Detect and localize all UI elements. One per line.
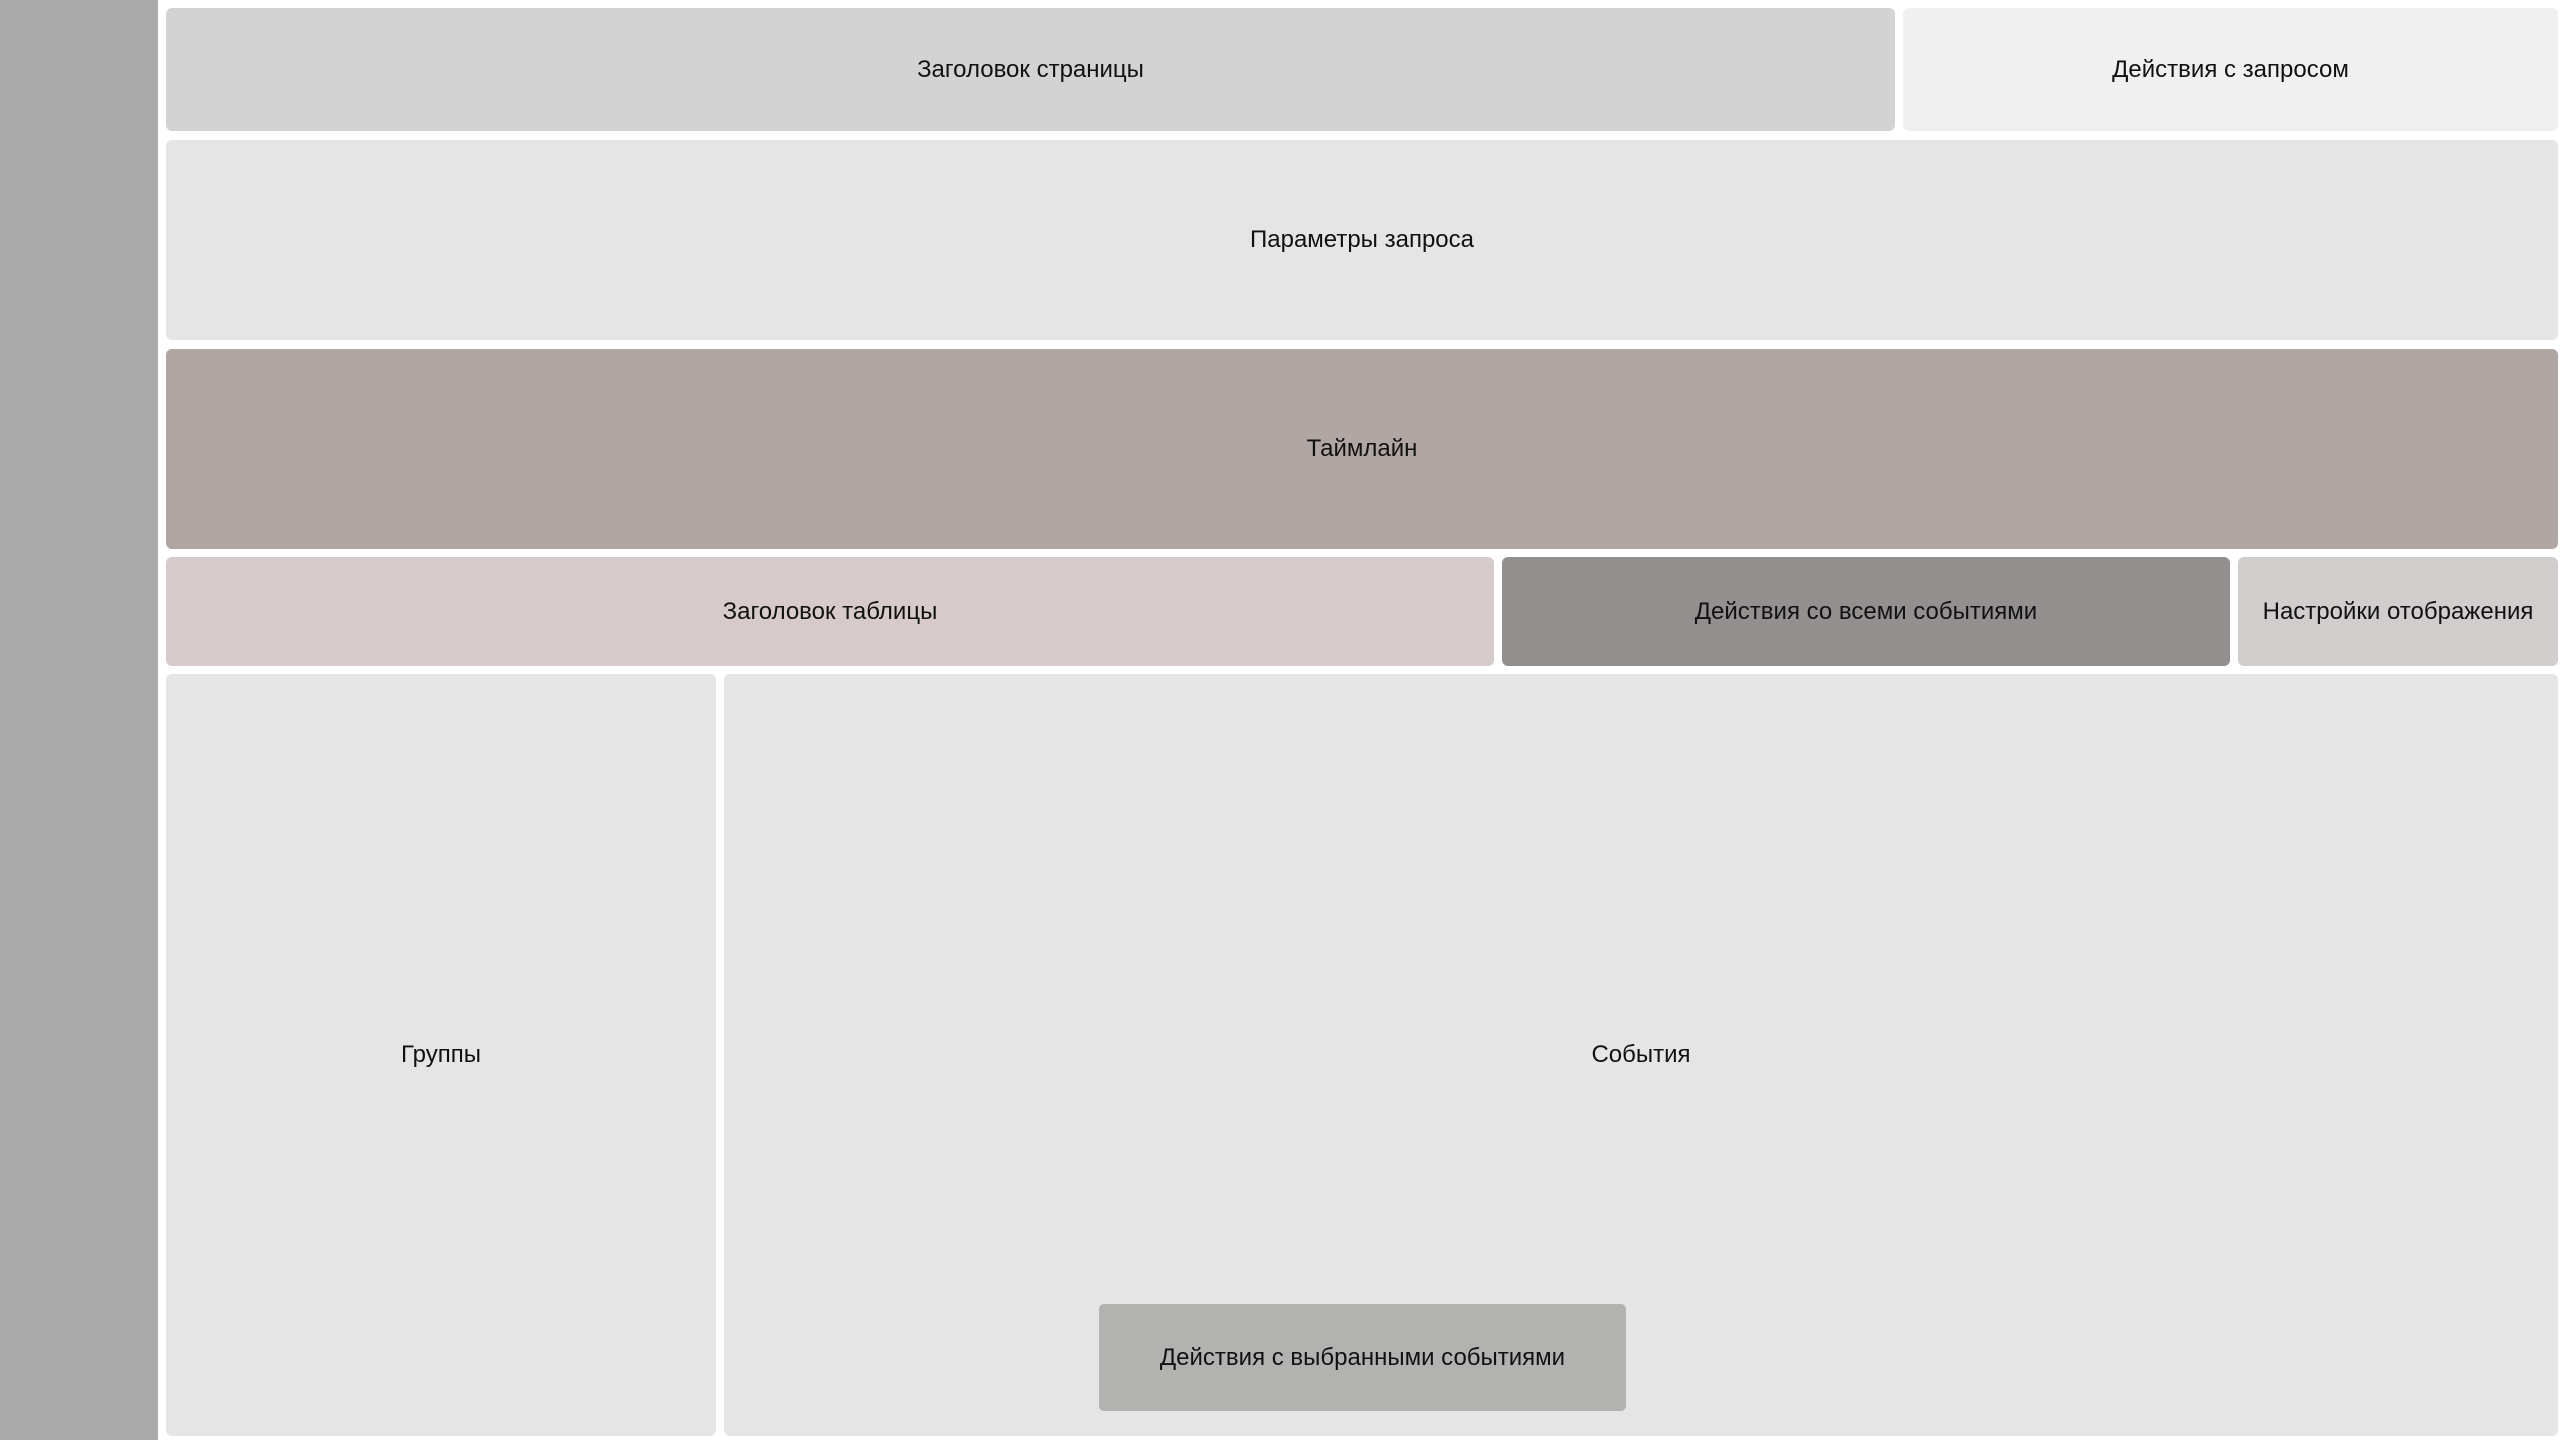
table-header-label: Заголовок таблицы xyxy=(722,597,938,625)
display-settings-block[interactable]: Настройки отображения xyxy=(2238,557,2558,666)
events-block[interactable]: События xyxy=(724,674,2558,1436)
timeline-block[interactable]: Таймлайн xyxy=(166,349,2558,549)
groups-label: Группы xyxy=(401,1041,481,1068)
display-settings-label: Настройки отображения xyxy=(2262,597,2534,625)
selected-events-actions-block[interactable]: Действия с выбранными событиями xyxy=(1099,1304,1626,1411)
selected-events-actions-label: Действия с выбранными событиями xyxy=(1159,1343,1566,1371)
page-title-block: Заголовок страницы xyxy=(166,8,1895,131)
page-title-label: Заголовок страницы xyxy=(917,55,1144,83)
table-header-block: Заголовок таблицы xyxy=(166,557,1494,666)
timeline-label: Таймлайн xyxy=(1306,435,1418,462)
request-params-block[interactable]: Параметры запроса xyxy=(166,140,2558,340)
request-actions-block[interactable]: Действия с запросом xyxy=(1903,8,2558,131)
groups-block[interactable]: Группы xyxy=(166,674,716,1436)
sidebar xyxy=(0,0,158,1440)
events-label: События xyxy=(1591,1041,1691,1068)
all-events-actions-block[interactable]: Действия со всеми событиями xyxy=(1502,557,2230,666)
request-params-label: Параметры запроса xyxy=(1250,226,1474,253)
request-actions-label: Действия с запросом xyxy=(2112,55,2349,83)
all-events-actions-label: Действия со всеми событиями xyxy=(1694,597,2038,625)
